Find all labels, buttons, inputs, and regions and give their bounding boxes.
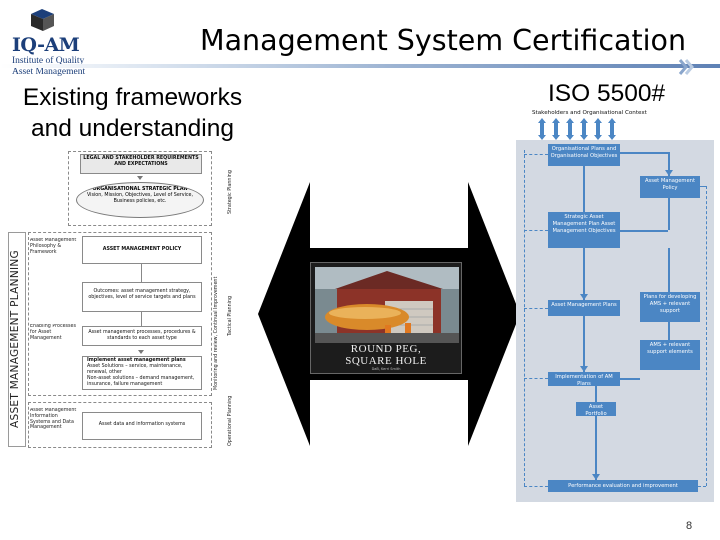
logo-subtitle-line2: Asset Management	[12, 67, 86, 77]
left-heading: Existing frameworks and understanding	[10, 82, 255, 144]
am-policy-box: Asset Management Policy	[640, 176, 700, 198]
ams-development-plans-box: Plans for developing AMS + relevant supp…	[640, 292, 700, 322]
connector-line	[620, 230, 668, 232]
organisational-plans-box: Organisational Plans and Organisational …	[548, 144, 620, 166]
feedback-dashed-line	[524, 308, 548, 309]
feedback-dashed-line	[700, 186, 706, 187]
arrowhead-icon	[580, 294, 588, 300]
logo-wordmark: IQ-AM	[12, 34, 80, 56]
label-monitoring-review: Monitoring and review, Continual Improve…	[214, 276, 219, 390]
tactical-dashed-frame	[28, 232, 212, 396]
connector-line	[583, 316, 585, 372]
round-peg-square-hole-photo: ROUND PEG, SQUARE HOLE DaB, Kerri Smith	[310, 262, 462, 374]
policy-box: ASSET MANAGEMENT POLICY	[82, 236, 202, 264]
swoosh-decoration-icon	[678, 59, 694, 75]
photo-caption-line1: ROUND PEG,	[350, 343, 422, 355]
left-heading-line1: Existing frameworks	[22, 84, 243, 111]
strategic-plan-title: ORGANISATIONAL STRATEGIC PLAN	[92, 187, 188, 192]
legal-stakeholder-box: LEGAL AND STAKEHOLDER REQUIREMENTS AND E…	[80, 154, 202, 174]
page-number: 8	[686, 520, 693, 532]
connector-line	[141, 312, 142, 326]
connector-line	[620, 152, 668, 154]
book-logo-icon	[31, 9, 54, 31]
down-arrow-icon	[138, 350, 144, 354]
iq-am-logo: IQ-AM Institute of Quality Asset Managem…	[12, 6, 98, 77]
vertical-title-strip: ASSET MANAGEMENT PLANNING	[8, 232, 26, 447]
feedback-dashed-line	[524, 150, 525, 486]
am-plans-box: Asset Management Plans	[548, 300, 620, 316]
implement-title: Implement asset management plans	[87, 358, 186, 363]
slide-title: Management System Certification	[200, 24, 687, 57]
samp-objectives-box: Strategic Asset Management Plan Asset Ma…	[548, 212, 620, 248]
connector-line	[668, 198, 670, 230]
connector-line	[668, 248, 670, 292]
feedback-dashed-line	[524, 154, 548, 155]
label-philosophy: Asset Management Philosophy & Framework	[30, 238, 77, 255]
implementation-am-plans-box: Implementation of AM Plans	[548, 372, 620, 386]
title-underline	[0, 64, 720, 68]
bidirectional-arrows-icon	[538, 118, 616, 140]
connector-line	[668, 322, 670, 340]
feedback-dashed-line	[524, 378, 548, 379]
down-arrow-icon	[137, 176, 143, 180]
arrowhead-icon	[580, 366, 588, 372]
photo-credit: DaB, Kerri Smith	[371, 367, 401, 371]
policy-text: ASSET MANAGEMENT POLICY	[102, 247, 182, 252]
label-operational-planning: Operational Planning	[228, 395, 233, 446]
feedback-dashed-line	[698, 486, 706, 487]
connector-line	[583, 166, 585, 212]
strategic-plan-detail: Vision, Mission, Objectives, Level of Se…	[86, 193, 194, 204]
feedback-dashed-line	[524, 230, 548, 231]
outcomes-box: Outcomes: asset management strategy, obj…	[82, 282, 202, 312]
information-systems-box: Asset data and information systems	[82, 412, 202, 440]
implement-asset-solutions: Asset Solutions – service, maintenance, …	[87, 364, 183, 375]
connector-line	[595, 386, 597, 402]
connector-line	[668, 152, 670, 176]
photo-caption-line2: SQUARE HOLE	[345, 355, 427, 367]
photo-scene-icon	[315, 267, 459, 343]
logo-subtitle-line1: Institute of Quality	[12, 56, 85, 66]
arrowhead-icon	[665, 170, 673, 176]
connector-line	[620, 378, 640, 380]
connector-line	[141, 264, 142, 282]
left-heading-line2: and understanding	[31, 115, 234, 142]
ams-support-elements-box: AMS + relevant support elements	[640, 340, 700, 370]
performance-evaluation-box: Performance evaluation and improvement	[548, 480, 698, 492]
label-enabling-processes: Enabling Processes for Asset Management	[30, 324, 76, 341]
processes-box: Asset management processes, procedures &…	[82, 326, 202, 346]
asset-portfolio-box: Asset Portfolio	[576, 402, 616, 416]
implement-nonasset-solutions: Non-asset solutions – demand management,…	[87, 376, 195, 387]
stakeholders-label: Stakeholders and Organisational Context	[532, 110, 647, 116]
strategic-dashed-frame	[68, 151, 212, 226]
legal-stakeholder-text: LEGAL AND STAKEHOLDER REQUIREMENTS AND E…	[83, 156, 199, 167]
asset-management-framework-diagram: ASSET MANAGEMENT PLANNING Asset Manageme…	[4, 150, 246, 450]
vertical-title: ASSET MANAGEMENT PLANNING	[9, 250, 21, 429]
feedback-dashed-line	[706, 186, 707, 486]
label-tactical-planning: Tactical Planning	[228, 295, 233, 336]
implement-plans-box: Implement asset management plans Asset S…	[82, 356, 202, 390]
connector-line	[583, 248, 585, 300]
feedback-dashed-line	[524, 486, 548, 487]
arrowhead-icon	[592, 474, 600, 480]
iso-55000-diagram: Stakeholders and Organisational Context …	[516, 110, 714, 502]
connector-line	[595, 416, 597, 480]
label-strategic-planning: Strategic Planning	[228, 170, 233, 214]
operational-dashed-frame	[28, 402, 212, 448]
label-information-systems: Asset Management Information Systems and…	[30, 408, 77, 431]
right-heading: ISO 5500#	[548, 80, 666, 107]
strategic-plan-ellipse: ORGANISATIONAL STRATEGIC PLAN Vision, Mi…	[76, 182, 204, 218]
